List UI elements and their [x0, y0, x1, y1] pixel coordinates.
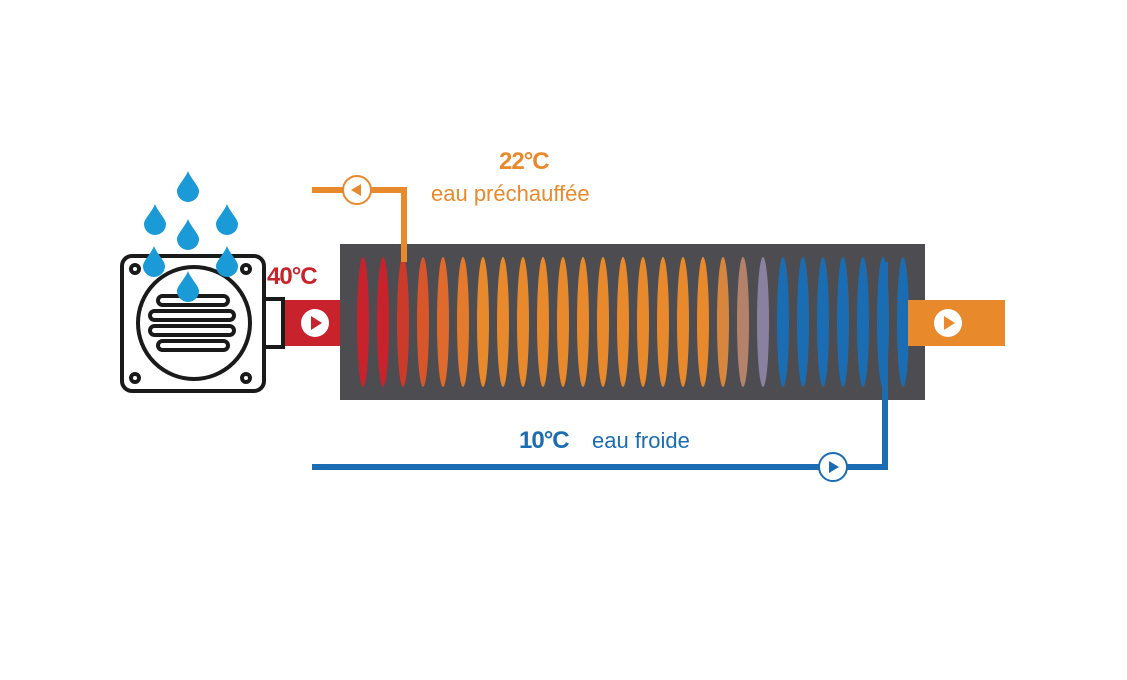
coil-segment — [457, 257, 469, 387]
water-drop — [177, 271, 199, 302]
coil-segment — [897, 257, 909, 387]
coil-segment — [397, 257, 409, 387]
coil-segment — [517, 257, 529, 387]
coil-segment — [677, 257, 689, 387]
water-drop — [216, 204, 238, 235]
coil-segment — [757, 257, 769, 387]
hot-pump-icon — [301, 309, 329, 337]
cold-description-label: eau froide — [592, 428, 690, 453]
coil-segment — [777, 257, 789, 387]
water-drop — [143, 246, 165, 277]
coil-segment — [417, 257, 429, 387]
coil-segment — [717, 257, 729, 387]
coil-segment — [857, 257, 869, 387]
coil-segment — [477, 257, 489, 387]
hot-temperature-label: 40°C — [267, 263, 318, 290]
coil-segment — [437, 257, 449, 387]
coil-segment — [357, 257, 369, 387]
coil-segment — [617, 257, 629, 387]
water-drop — [177, 171, 199, 202]
outlet-pump-icon — [934, 309, 962, 337]
water-drop — [144, 204, 166, 235]
coil-segment — [797, 257, 809, 387]
cold-temperature-label: 10°C — [519, 427, 570, 454]
cold-pump-icon — [818, 452, 848, 482]
preheated-temperature-label: 22°C — [499, 148, 550, 175]
coil-segment — [637, 257, 649, 387]
coil-segment — [837, 257, 849, 387]
water-drops-icon — [143, 171, 238, 302]
coil-segment — [657, 257, 669, 387]
coil-segment — [597, 257, 609, 387]
coil-segment — [817, 257, 829, 387]
coil-segment — [577, 257, 589, 387]
coil-segment — [737, 257, 749, 387]
coil-segment — [377, 257, 389, 387]
shower-drain-icon — [120, 254, 285, 393]
preheated-description-label: eau préchauffée — [431, 181, 590, 206]
water-drop — [216, 246, 238, 277]
water-drop — [177, 219, 199, 250]
coil-segment — [697, 257, 709, 387]
coil-segment — [557, 257, 569, 387]
preheated-pump-icon — [342, 175, 372, 205]
coil-segment — [537, 257, 549, 387]
coil-segment — [497, 257, 509, 387]
heat-exchanger-coils — [357, 257, 909, 387]
